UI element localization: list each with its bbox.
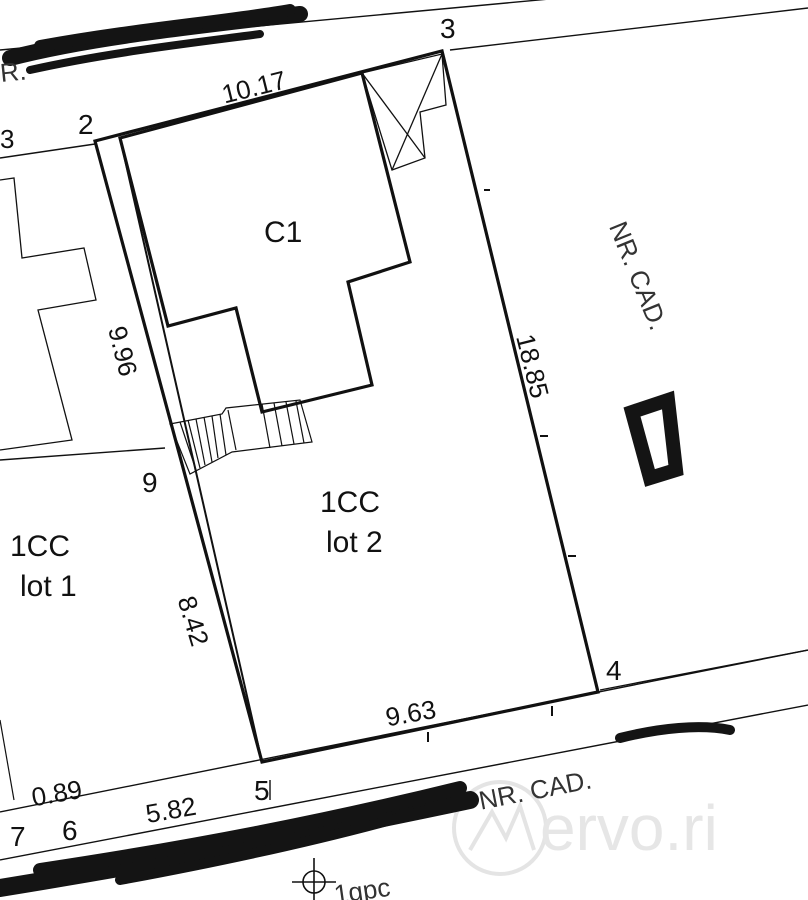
survey-marker-icon	[292, 858, 336, 900]
lot2-name-label: lot 2	[326, 526, 383, 559]
redaction-marks	[0, 4, 735, 897]
lot1-zone-label: 1CC	[10, 530, 70, 563]
watermark-logo-icon	[452, 780, 548, 876]
neighbor-building	[0, 177, 97, 451]
point-9-label: 9	[142, 467, 158, 498]
point-5-label: 5	[254, 775, 270, 806]
watermark: ervo.ri	[452, 780, 718, 876]
watermark-text: ervo.ri	[540, 792, 718, 864]
lot2-zone-label: 1CC	[320, 486, 380, 519]
point-2-label: 2	[78, 109, 94, 140]
dimension-9-5: 8.42	[172, 592, 215, 649]
boundary-ticks	[427, 189, 576, 742]
point-3-label: 3	[440, 13, 456, 44]
point-6-label: 6	[62, 815, 78, 846]
point-4-label: 4	[606, 655, 622, 686]
cadastral-label-top: R.	[0, 55, 28, 88]
lot1-name-label: lot 1	[20, 570, 77, 603]
annex	[361, 53, 447, 171]
dimension-small: 0.89	[29, 774, 84, 812]
inner-boundary	[119, 137, 263, 763]
stairs	[169, 399, 313, 475]
dimension-3-4: 18.85	[510, 331, 555, 401]
parcel-boundary	[93, 49, 600, 764]
point-7-label: 7	[10, 821, 26, 852]
dimension-left: 3	[0, 124, 14, 154]
dimension-2-9: 9.96	[102, 323, 143, 379]
cadastral-label-right: NR. CAD.	[603, 217, 674, 334]
building-c1	[118, 71, 412, 414]
building-code-label: C1	[264, 216, 302, 249]
cadastral-code-bottom: 1gpc	[332, 872, 392, 900]
